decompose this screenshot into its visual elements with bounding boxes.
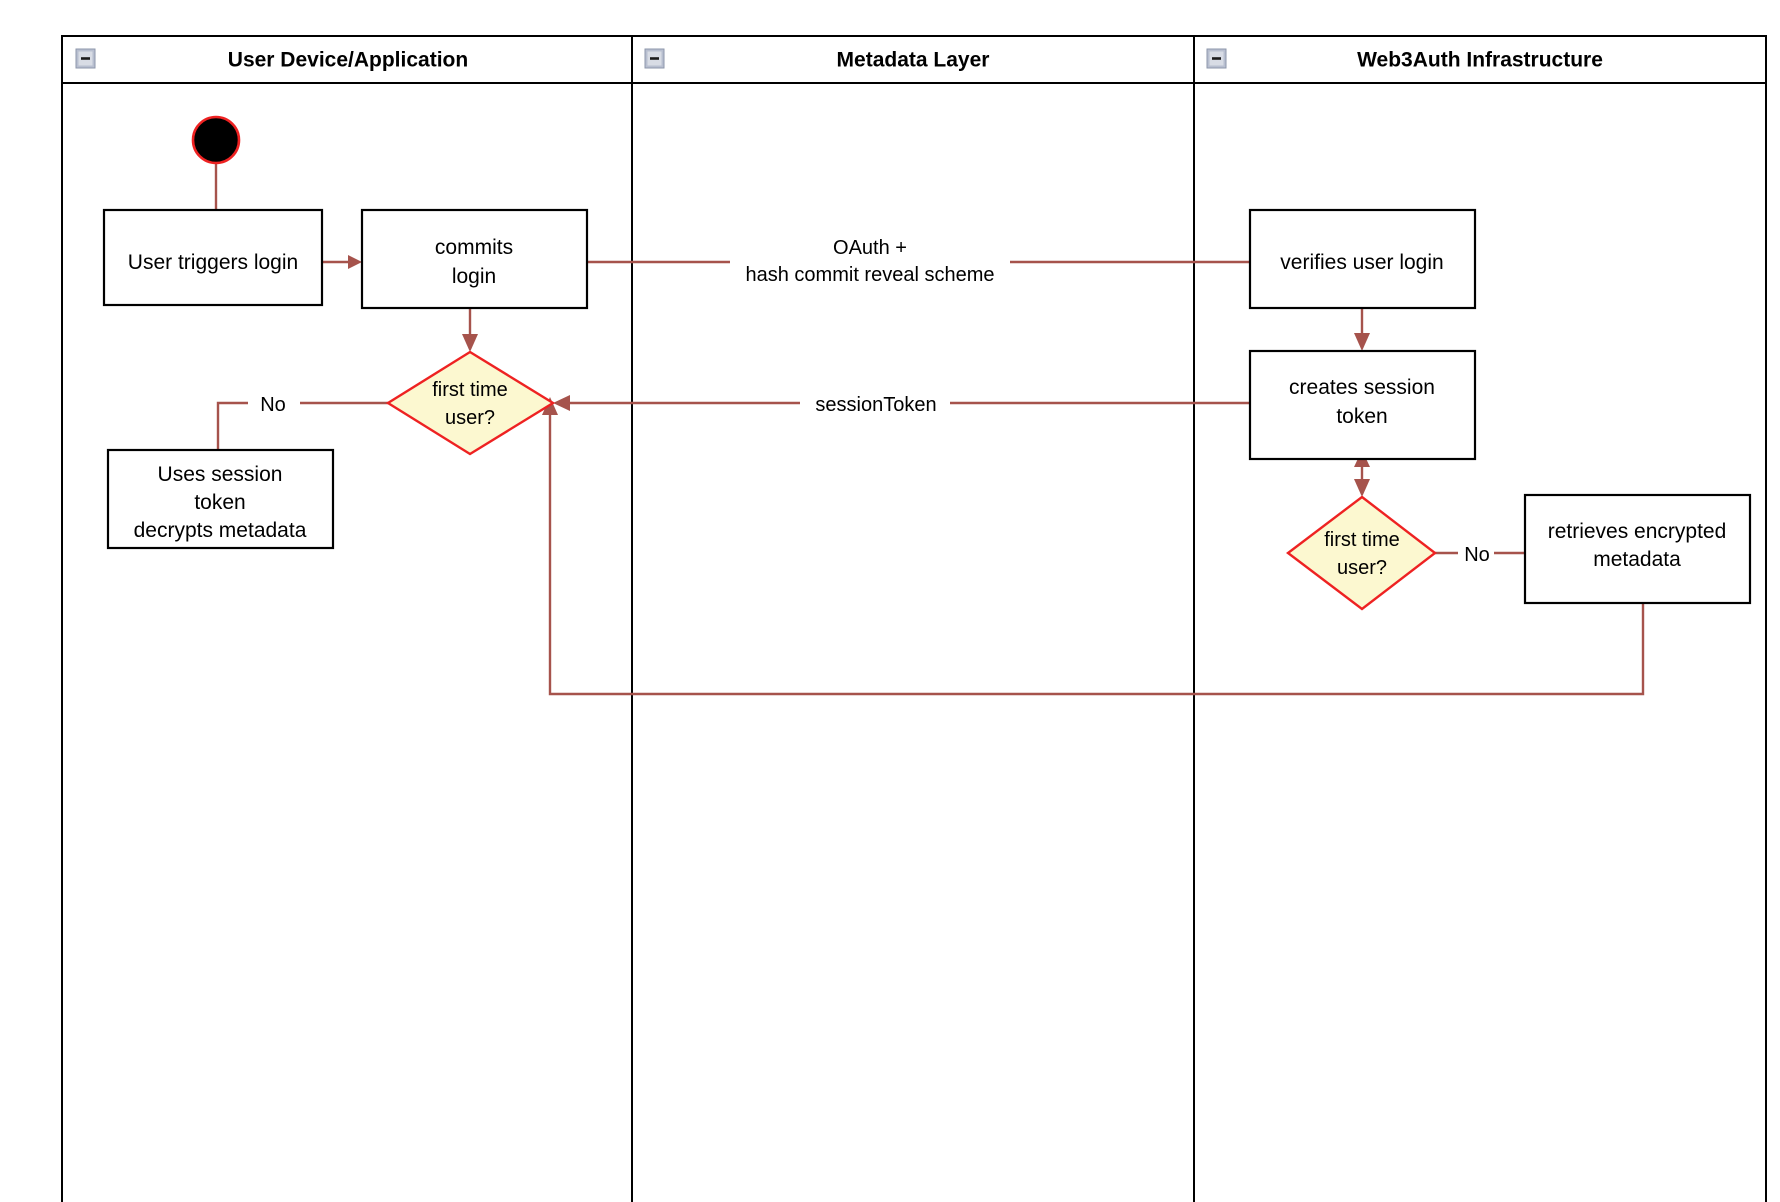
edge-label-oauth-line2: hash commit reveal scheme	[746, 264, 995, 286]
edge-creates-to-decision-left: sessionToken	[553, 394, 1250, 416]
lane-title-metadata: Metadata Layer	[837, 49, 990, 72]
minus-icon[interactable]	[644, 48, 665, 69]
minus-icon[interactable]	[1206, 48, 1227, 69]
node-commits-login[interactable]: commits login	[360, 208, 589, 310]
lane-header-web3auth	[1193, 35, 1767, 84]
node-label-creates-session-l1: creates session	[1289, 376, 1435, 399]
node-retrieves-encrypted-metadata[interactable]: retrieves encrypted metadata	[1523, 493, 1752, 605]
node-label-user-triggers-login: User triggers login	[128, 251, 298, 274]
node-label-creates-session-l2: token	[1336, 405, 1387, 428]
edge-commits-to-decision-left	[462, 308, 478, 352]
lane-header-metadata	[631, 35, 1195, 84]
node-label-decision-left-l1: first time	[432, 379, 508, 401]
edge-decision-no-right: No	[1435, 544, 1525, 566]
edge-label-oauth-line1: OAuth +	[833, 237, 907, 259]
swimlane-metadata[interactable]: Metadata Layer	[631, 35, 1195, 1202]
edge-label-session-token: sessionToken	[815, 394, 936, 416]
node-decision-first-time-user-right[interactable]: first time user?	[1286, 495, 1437, 611]
node-uses-session-token[interactable]: Uses session token decrypts metadata	[106, 448, 335, 550]
lane-header-user-device	[61, 35, 633, 84]
node-label-commits-l2: login	[452, 265, 496, 288]
node-user-triggers-login[interactable]: User triggers login	[102, 208, 324, 307]
node-initial-start[interactable]	[191, 115, 241, 165]
edge-label-no-right: No	[1464, 544, 1490, 566]
lane-title-user-device: User Device/Application	[228, 49, 468, 72]
node-label-verifies-user-login: verifies user login	[1280, 251, 1443, 274]
edge-label-no-left: No	[260, 394, 286, 416]
node-label-uses-session-l1: Uses session	[158, 463, 283, 486]
node-decision-first-time-user-left[interactable]: first time user?	[385, 350, 556, 456]
lane-body-metadata	[631, 35, 1195, 1202]
node-creates-session-token[interactable]: creates session token	[1248, 349, 1477, 461]
edge-decision-no-left: No	[216, 394, 388, 450]
node-label-decision-left-l2: user?	[445, 407, 495, 429]
node-verifies-user-login[interactable]: verifies user login	[1248, 208, 1477, 310]
node-label-decision-right-l1: first time	[1324, 529, 1400, 551]
node-label-uses-session-l2: token	[194, 491, 245, 514]
node-label-retrieves-l1: retrieves encrypted	[1548, 520, 1727, 543]
node-label-retrieves-l2: metadata	[1593, 548, 1681, 571]
edge-trigger-to-commits	[322, 255, 362, 269]
edge-verifies-to-creates	[1354, 308, 1370, 351]
edge-commits-to-verifies: OAuth + hash commit reveal scheme	[587, 237, 1250, 286]
node-label-decision-right-l2: user?	[1337, 557, 1387, 579]
minus-icon[interactable]	[75, 48, 96, 69]
node-label-uses-session-l3: decrypts metadata	[134, 519, 307, 542]
node-label-commits-l1: commits	[435, 236, 513, 259]
lane-title-web3auth: Web3Auth Infrastructure	[1357, 49, 1603, 72]
